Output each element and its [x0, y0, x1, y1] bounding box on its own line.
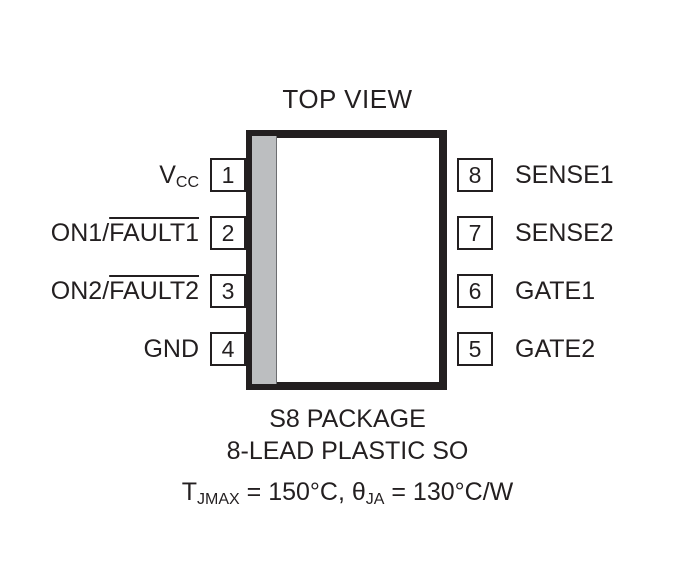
- pin-label-gate1: GATE1: [515, 277, 596, 305]
- pin-label-sense1: SENSE1: [515, 161, 614, 189]
- pin-number-7: 7: [457, 216, 493, 250]
- pin-label-sense2: SENSE2: [515, 219, 614, 247]
- theta-ja-symbol: θ: [351, 478, 366, 506]
- pin-number-3: 3: [210, 274, 246, 308]
- pin1-marker-band: [252, 136, 277, 384]
- tjmax-subscript: JMAX: [197, 491, 240, 509]
- pin-number-4: 4: [210, 332, 246, 366]
- view-title: TOP VIEW: [282, 84, 413, 114]
- pin-label-gnd: GND: [143, 335, 199, 363]
- caption-package-name: S8 PACKAGE: [269, 405, 426, 433]
- package-body-outline: [246, 130, 447, 390]
- pin-label-on2-fault2: ON2/FAULT2: [51, 274, 199, 308]
- pin-number-8: 8: [457, 158, 493, 192]
- pin-label-on1-prefix: ON1/: [50, 219, 110, 247]
- pin-label-gate2: GATE2: [515, 335, 596, 363]
- theta-ja-value: = 130°C/W: [384, 478, 514, 506]
- pin-label-fault1-overlined: FAULT1: [109, 219, 199, 247]
- pin-label-vcc-text: V: [159, 161, 176, 189]
- pin-label-on2-prefix: ON2/: [50, 277, 110, 305]
- pin-label-on1-fault1: ON1/FAULT1: [51, 216, 199, 250]
- pin-number-5: 5: [457, 332, 493, 366]
- pin-label-vcc-subscript: CC: [175, 174, 199, 192]
- pin-number-1: 1: [210, 158, 246, 192]
- pin-number-6: 6: [457, 274, 493, 308]
- theta-ja-subscript: JA: [365, 491, 385, 509]
- pin-label-vcc: VCC: [159, 158, 199, 196]
- caption-thermal-spec: TJMAX = 150°C, θJA = 130°C/W: [0, 478, 695, 509]
- pin-number-2: 2: [210, 216, 246, 250]
- caption-package-description: 8-LEAD PLASTIC SO: [226, 437, 469, 465]
- tjmax-symbol: T: [181, 478, 198, 506]
- pin-label-fault2-overlined: FAULT2: [109, 277, 199, 305]
- tjmax-value: = 150°C,: [239, 478, 352, 506]
